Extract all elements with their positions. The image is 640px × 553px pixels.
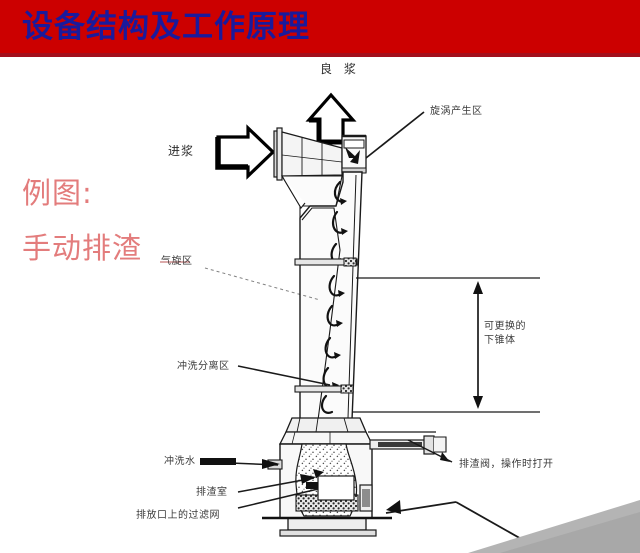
main-cyclone-body [294,171,363,421]
slag-discharge-valve-assembly [359,431,450,512]
slag-discharge-chamber-housing [262,417,392,537]
title-bar [0,0,640,53]
label-cyclone-zone: 气旋区 [161,256,193,267]
leader-lines [160,111,533,546]
label-good-pulp: 良 浆 [320,62,360,76]
caption-example-label: 例图: [22,176,93,210]
label-slag-valve: 排渣阀，操作时打开 [459,459,554,470]
vortex-finder-head [341,134,367,174]
bottom-gray-band [468,500,640,553]
inlet-flange [273,127,283,181]
label-vortex-zone: 旋涡产生区 [430,106,483,117]
caption-manual-discharge-label: 手动排渣 [22,231,143,265]
tangential-inlet-duct [281,131,343,218]
label-slag-chamber: 排渣室 [196,487,228,498]
label-inlet-pulp: 进浆 [168,144,195,158]
replaceable-cone-dimension [353,277,540,413]
label-wash-water: 冲洗水 [164,456,196,467]
label-wash-separation-zone: 冲洗分离区 [177,361,230,372]
inlet-pulp-right-arrow-icon [215,124,276,180]
page-title: 设备结构及工作原理 [22,9,310,45]
title-bar-underline [0,53,640,57]
label-discharge-filter-screen: 排放口上的过滤网 [136,510,220,521]
label-replaceable-cone-line2: 下锥体 [484,335,516,346]
label-replaceable-cone-line1: 可更换的 [484,321,526,332]
